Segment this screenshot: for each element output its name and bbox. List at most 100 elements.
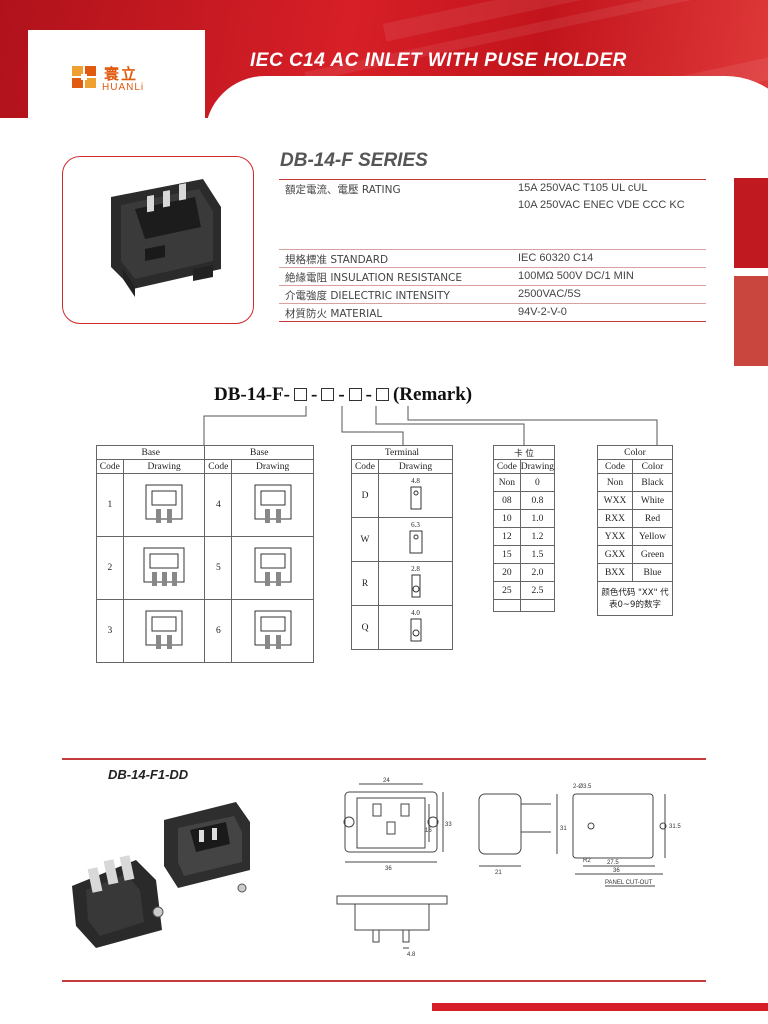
table-subheader: Drawing xyxy=(122,459,206,474)
base-drawing xyxy=(122,536,206,600)
dim-label: 36 xyxy=(613,868,620,874)
base-code: 5 xyxy=(204,536,233,600)
table-header: Terminal xyxy=(351,445,453,460)
spec-value: 100MΩ 500V DC/1 MIN xyxy=(518,270,634,282)
model-code: DB-14-F----(Remark) xyxy=(214,384,472,406)
terminal-drawing: 2.8 xyxy=(378,561,453,606)
base-table: Base Base Code Drawing Code Drawing 1 4 … xyxy=(95,445,314,663)
huanli-logo-icon xyxy=(72,66,96,88)
clip-code: 25 xyxy=(493,581,521,600)
spec-value: 10A 250VAC ENEC VDE CCC KC xyxy=(518,199,685,211)
color-code: Non xyxy=(597,473,633,492)
side-tab xyxy=(734,276,768,366)
table-subheader: Code xyxy=(597,459,633,474)
divider xyxy=(279,179,706,180)
header-curve xyxy=(205,76,768,166)
model-remark: (Remark) xyxy=(392,384,473,405)
spec-row: 材質防火 MATERIAL 94V-2-V-0 xyxy=(279,304,706,321)
spec-key: 絶緣電阻 INSULATION RESISTANCE xyxy=(285,272,463,284)
clip-value: 2.5 xyxy=(519,581,556,600)
table-subheader: Code xyxy=(493,459,521,474)
table-subheader: Color xyxy=(632,459,673,474)
sub-model-title: DB-14-F1-DD xyxy=(108,767,189,782)
spec-row: 額定電流、電壓 RATING 15A 250VAC T105 UL cUL xyxy=(279,180,706,197)
color-name: Red xyxy=(632,509,673,528)
product-photo-frame xyxy=(62,156,254,324)
spec-key: 規格標准 STANDARD xyxy=(285,254,389,266)
series-title: DB-14-F SERIES xyxy=(280,150,428,171)
base-drawing xyxy=(122,599,206,663)
terminal-dim: 4.0 xyxy=(411,609,420,617)
terminal-code: W xyxy=(351,517,379,562)
table-header: Color xyxy=(597,445,673,460)
base-code: 1 xyxy=(96,473,124,537)
spec-row: 介電強度 DIELECTRIC INTENSITY 2500VAC/5S xyxy=(279,286,706,303)
base-code: 4 xyxy=(204,473,233,537)
spec-value: IEC 60320 C14 xyxy=(518,252,594,264)
table-header: Base xyxy=(95,445,206,460)
base-code: 3 xyxy=(96,599,124,663)
divider xyxy=(279,303,706,304)
color-code: RXX xyxy=(597,509,633,528)
base-code: 2 xyxy=(96,536,124,600)
spec-key: 額定電流、電壓 RATING xyxy=(285,184,401,196)
base-code: 6 xyxy=(204,599,233,663)
inlet-drawing-icon xyxy=(145,484,183,523)
spec-value: 94V-2-V-0 xyxy=(518,306,567,318)
dim-label: R2 xyxy=(583,858,591,864)
table-row: 1 4 xyxy=(96,473,314,537)
terminal-table: Terminal Code Drawing D 4.8 W 6.3 R 2.8 … xyxy=(351,445,453,650)
color-code: WXX xyxy=(597,491,633,510)
divider xyxy=(279,249,706,250)
terminal-code: R xyxy=(351,561,379,606)
terminal-dim: 4.8 xyxy=(411,477,420,485)
dim-label: 31 xyxy=(560,826,567,832)
base-drawing xyxy=(122,473,206,537)
divider xyxy=(279,267,706,268)
dim-label: 16 xyxy=(425,828,432,834)
clip-value: 1.2 xyxy=(519,527,556,546)
clip-value: 1.0 xyxy=(519,509,556,528)
color-code: YXX xyxy=(597,527,633,546)
base-drawing xyxy=(231,536,314,600)
inlet-drawing-icon xyxy=(254,484,292,523)
dim-label: 33 xyxy=(445,822,452,828)
spec-row: 10A 250VAC ENEC VDE CCC KC xyxy=(279,197,706,214)
model-dash: - xyxy=(338,384,345,405)
table-subheader: Code xyxy=(204,459,233,474)
terminal-drawing-icon xyxy=(409,530,422,554)
terminal-drawing: 4.8 xyxy=(378,473,453,518)
clip-code: Non xyxy=(493,473,521,492)
logo-area xyxy=(28,30,205,118)
base-drawing xyxy=(231,473,314,537)
terminal-drawing-icon xyxy=(411,574,420,598)
footer-bar xyxy=(432,1003,768,1011)
color-name: Blue xyxy=(632,563,673,582)
dim-label: PANEL CUT-OUT xyxy=(605,880,653,886)
product-3d-images xyxy=(72,802,250,948)
dim-label: 4.8 xyxy=(407,952,416,958)
dim-label: 36 xyxy=(385,866,392,872)
spec-value: 15A 250VAC T105 UL cUL xyxy=(518,182,648,194)
table-header: Base xyxy=(204,445,314,460)
table-row: 2 5 xyxy=(96,536,314,600)
dim-label: 21 xyxy=(495,870,502,876)
code-box xyxy=(348,388,362,401)
table-subheader: Drawing xyxy=(519,459,556,474)
code-box xyxy=(375,388,389,401)
page-title: IEC C14 AC INLET WITH PUSE HOLDER xyxy=(250,50,627,71)
inlet-drawing-icon xyxy=(254,610,292,649)
table-row: Q 4.0 xyxy=(351,605,453,650)
clip-value: 0.8 xyxy=(519,491,556,510)
side-tab xyxy=(734,178,768,268)
